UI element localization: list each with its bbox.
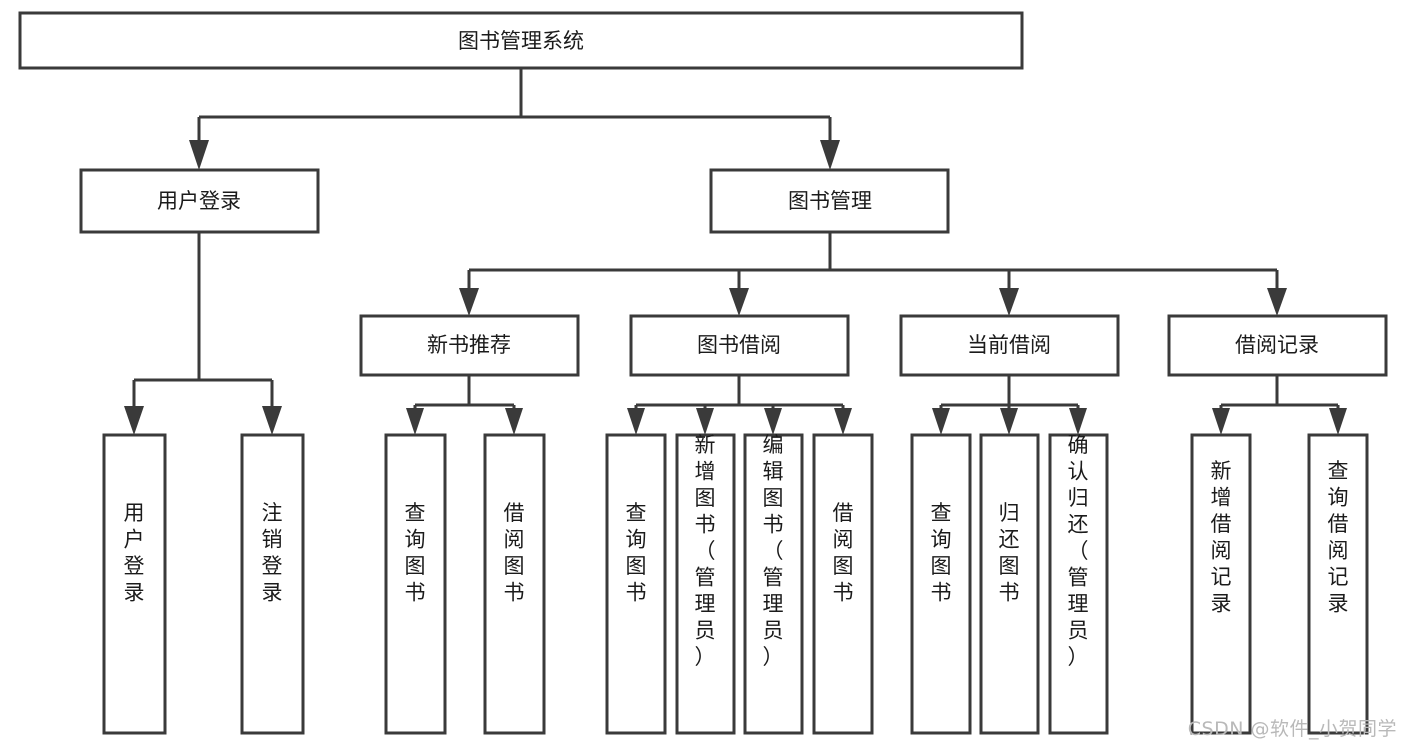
- node-leaf-borrow-book-2[interactable]: 借阅图书: [812, 433, 874, 735]
- edge-group: [124, 68, 1347, 435]
- node-leaf-borrow-book-1[interactable]: 借阅图书: [483, 433, 546, 735]
- node-borrow-record-label: 借阅记录: [1235, 333, 1319, 357]
- arrow-leaf-user-login: [124, 406, 144, 435]
- node-new-book-rec[interactable]: 新书推荐: [359, 314, 580, 377]
- arrow-user-login: [189, 140, 209, 170]
- node-user-login-label: 用户登录: [157, 189, 241, 213]
- node-leaf-add-book-rect[interactable]: [675, 433, 736, 735]
- node-book-borrow[interactable]: 图书借阅: [629, 314, 850, 377]
- node-leaf-query-record-label: 查询借阅记录: [1328, 459, 1349, 616]
- node-leaf-query-book-1[interactable]: 查询图书: [384, 433, 447, 735]
- node-leaf-confirm-return-rect[interactable]: [1048, 433, 1109, 735]
- node-leaf-borrow-book-2-label: 借阅图书: [833, 501, 854, 605]
- node-user-login-rect[interactable]: [79, 168, 320, 234]
- node-leaf-edit-book-label: 编辑图书（管理员）: [763, 433, 784, 669]
- arrow-book-manage: [820, 140, 840, 170]
- arrow-leaf-borrow-book-1: [505, 408, 523, 435]
- node-book-manage-label: 图书管理: [788, 189, 872, 213]
- node-new-book-rec-rect[interactable]: [359, 314, 580, 377]
- node-book-manage[interactable]: 图书管理: [709, 168, 950, 234]
- node-leaf-user-logout[interactable]: 注销登录: [240, 433, 305, 735]
- node-leaf-borrow-book-1-rect[interactable]: [483, 433, 546, 735]
- node-current-borrow-label: 当前借阅: [967, 333, 1051, 357]
- arrow-leaf-return-book: [1000, 408, 1018, 435]
- node-leaf-add-record[interactable]: 新增借阅记录: [1190, 433, 1252, 735]
- arrow-leaf-confirm-return: [1069, 408, 1087, 435]
- node-leaf-query-record[interactable]: 查询借阅记录: [1307, 433, 1369, 735]
- node-leaf-user-login[interactable]: 用户登录: [102, 433, 167, 735]
- node-leaf-add-record-rect[interactable]: [1190, 433, 1252, 735]
- node-leaf-query-book-3-rect[interactable]: [910, 433, 972, 735]
- arrow-borrow-record: [1267, 288, 1287, 316]
- arrow-leaf-add-book: [696, 408, 714, 435]
- arrow-current-borrow: [999, 288, 1019, 316]
- arrow-leaf-query-record: [1329, 408, 1347, 435]
- node-leaf-confirm-return[interactable]: 确认归还（管理员）: [1048, 433, 1109, 735]
- arrow-leaf-edit-book: [764, 408, 782, 435]
- node-leaf-query-record-rect[interactable]: [1307, 433, 1369, 735]
- node-borrow-record[interactable]: 借阅记录: [1167, 314, 1388, 377]
- node-leaf-query-book-1-label: 查询图书: [405, 501, 426, 605]
- node-root[interactable]: 图书管理系统: [18, 11, 1024, 70]
- node-leaf-return-book-rect[interactable]: [979, 433, 1040, 735]
- arrow-leaf-borrow-book-2: [834, 408, 852, 435]
- node-leaf-user-logout-label: 注销登录: [262, 501, 283, 605]
- node-leaf-query-book-3-label: 查询图书: [931, 501, 952, 605]
- node-book-borrow-rect[interactable]: [629, 314, 850, 377]
- node-leaf-query-book-2[interactable]: 查询图书: [605, 433, 667, 735]
- arrow-new-book-rec: [459, 288, 479, 316]
- node-leaf-edit-book[interactable]: 编辑图书（管理员）: [743, 433, 804, 735]
- node-new-book-rec-label: 新书推荐: [427, 333, 511, 357]
- node-leaf-borrow-book-2-rect[interactable]: [812, 433, 874, 735]
- node-leaf-confirm-return-label: 确认归还（管理员）: [1068, 433, 1089, 669]
- node-leaf-query-book-2-rect[interactable]: [605, 433, 667, 735]
- node-current-borrow[interactable]: 当前借阅: [899, 314, 1120, 377]
- arrow-book-borrow: [729, 288, 749, 316]
- arrow-leaf-user-logout: [262, 406, 282, 435]
- node-borrow-record-rect[interactable]: [1167, 314, 1388, 377]
- arrow-leaf-query-book-1: [406, 408, 424, 435]
- node-leaf-add-book[interactable]: 新增图书（管理员）: [675, 433, 736, 735]
- node-root-rect[interactable]: [18, 11, 1024, 70]
- arrow-leaf-query-book-2: [627, 408, 645, 435]
- node-current-borrow-rect[interactable]: [899, 314, 1120, 377]
- node-leaf-add-book-label: 新增图书（管理员）: [695, 433, 716, 669]
- node-book-manage-rect[interactable]: [709, 168, 950, 234]
- node-leaf-borrow-book-1-label: 借阅图书: [504, 501, 525, 605]
- arrow-leaf-add-record: [1212, 408, 1230, 435]
- node-user-login[interactable]: 用户登录: [79, 168, 320, 234]
- arrow-leaf-query-book-3: [932, 408, 950, 435]
- node-root-label: 图书管理系统: [458, 29, 584, 53]
- node-leaf-query-book-3[interactable]: 查询图书: [910, 433, 972, 735]
- node-leaf-user-logout-rect[interactable]: [240, 433, 305, 735]
- node-leaf-user-login-rect[interactable]: [102, 433, 167, 735]
- node-book-borrow-label: 图书借阅: [697, 333, 781, 357]
- node-leaf-query-book-1-rect[interactable]: [384, 433, 447, 735]
- node-leaf-return-book[interactable]: 归还图书: [979, 433, 1040, 735]
- node-leaf-edit-book-rect[interactable]: [743, 433, 804, 735]
- node-leaf-query-book-2-label: 查询图书: [626, 501, 647, 605]
- node-leaf-add-record-label: 新增借阅记录: [1211, 459, 1232, 616]
- node-leaf-return-book-label: 归还图书: [999, 501, 1020, 605]
- node-leaf-user-login-label: 用户登录: [124, 501, 145, 605]
